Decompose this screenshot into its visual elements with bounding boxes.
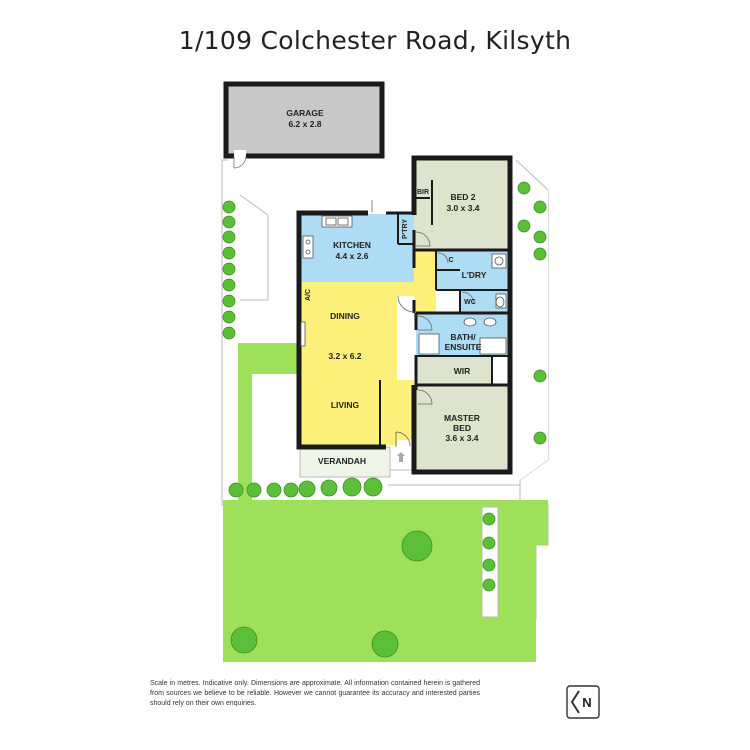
shrub <box>222 230 236 244</box>
laundry-label: L'DRY <box>462 270 487 280</box>
dining-size: 3.2 x 6.2 <box>328 351 361 361</box>
ac-label: A/C <box>305 289 312 301</box>
north-arrow-icon: N <box>566 685 600 719</box>
pantry-label: P'TRY <box>402 219 409 239</box>
bir-label: BIR <box>417 189 429 196</box>
shrub <box>266 482 282 498</box>
disclaimer-text: Scale in metres. Indicative only. Dimens… <box>150 680 480 707</box>
shrub <box>298 480 316 498</box>
bath-label-1: BATH/ <box>450 332 476 342</box>
master-label-2: BED <box>453 423 471 433</box>
verandah <box>299 446 391 478</box>
page-title: 1/109 Colchester Road, Kilsyth <box>178 26 572 55</box>
shrub <box>342 477 362 497</box>
shrub <box>482 578 496 592</box>
lawn-front <box>223 500 548 662</box>
shrub <box>517 181 531 195</box>
pantry <box>400 214 414 244</box>
tree <box>401 530 433 562</box>
walls <box>296 155 513 475</box>
north-label: N <box>582 695 591 710</box>
shrub <box>533 230 547 244</box>
shrub <box>222 200 236 214</box>
shrub <box>533 200 547 214</box>
shrub <box>283 482 299 498</box>
tree <box>371 630 399 658</box>
fixtures <box>300 215 507 355</box>
dining-living <box>301 282 414 445</box>
living-label: LIVING <box>331 400 360 410</box>
shrub <box>482 536 496 550</box>
hallway-lower <box>388 380 414 440</box>
dining-label: DINING <box>330 311 360 321</box>
shrub <box>222 215 236 229</box>
bed2 <box>414 160 508 250</box>
cupboard-label: C <box>448 257 453 264</box>
shrub <box>482 558 496 572</box>
bed2-size: 3.0 x 3.4 <box>446 203 479 213</box>
shrub <box>246 482 262 498</box>
garage <box>223 81 385 159</box>
shrub <box>320 479 338 497</box>
shrub <box>363 477 383 497</box>
shrub <box>228 482 244 498</box>
master-label-1: MASTER <box>444 413 480 423</box>
shrub <box>517 219 531 233</box>
shrub <box>533 369 547 383</box>
shrub <box>222 326 236 340</box>
garage-label: GARAGE <box>286 108 324 118</box>
kitchen-label: KITCHEN <box>333 240 371 250</box>
wc-label: WC <box>464 299 476 306</box>
bed2-label: BED 2 <box>450 192 475 202</box>
shrub <box>482 512 496 526</box>
shrub <box>222 262 236 276</box>
shrub <box>222 310 236 324</box>
garage-size: 6.2 x 2.8 <box>288 119 321 129</box>
hallway <box>414 251 436 314</box>
shrub <box>222 246 236 260</box>
bath-label-2: ENSUITE <box>445 342 482 352</box>
lawn-side-right <box>512 190 548 480</box>
wir <box>416 357 492 384</box>
lawn-left <box>238 343 298 500</box>
verandah-label: VERANDAH <box>318 456 366 466</box>
master-size: 3.6 x 3.4 <box>445 433 478 443</box>
shrub <box>222 278 236 292</box>
shrub <box>533 247 547 261</box>
wir-label: WIR <box>454 366 471 376</box>
door-swings <box>371 200 475 447</box>
shrub <box>533 431 547 445</box>
garden-plants <box>222 181 547 658</box>
tree <box>230 626 258 654</box>
kitchen <box>301 214 414 282</box>
kitchen-size: 4.4 x 2.6 <box>335 251 368 261</box>
shrub <box>222 294 236 308</box>
entry-arrow-icon <box>397 452 405 462</box>
